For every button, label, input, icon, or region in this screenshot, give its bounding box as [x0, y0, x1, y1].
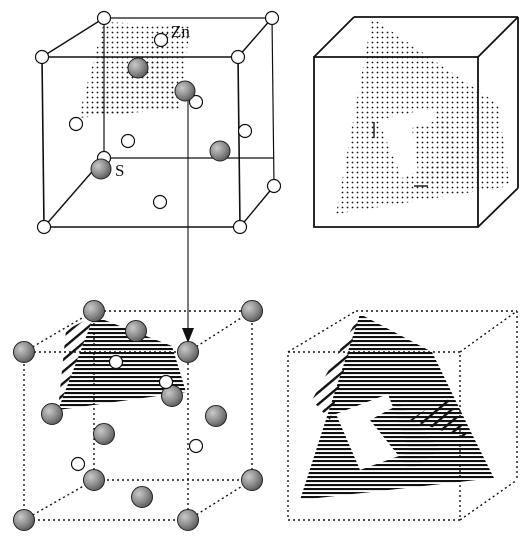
- s-atoms-bottom-left: [13, 300, 263, 531]
- zn-atoms-bottom-left: [70, 354, 204, 472]
- stippled-tetrahedron-inner: [412, 118, 470, 186]
- zn-atom: [152, 194, 168, 210]
- s-label: S: [115, 161, 124, 180]
- s-atom: [131, 486, 153, 508]
- zn-atom: [153, 32, 169, 48]
- s-atom: [90, 158, 112, 180]
- s-atom: [174, 80, 196, 102]
- s-atoms-top-left: [90, 57, 231, 180]
- s-atom: [241, 469, 263, 491]
- zn-atom: [237, 123, 253, 139]
- s-atom: [83, 300, 105, 322]
- s-atom: [127, 57, 149, 79]
- zn-atom: [188, 94, 204, 110]
- correspondence-arrow-head: [182, 328, 194, 343]
- zn-atom: [120, 133, 136, 149]
- zn-atom: [230, 49, 246, 65]
- cube-outline: [313, 16, 519, 228]
- zn-atom: [264, 10, 280, 26]
- zn-atoms-top-left: [34, 10, 282, 235]
- s-atom: [209, 140, 231, 162]
- zn-atom: [108, 354, 124, 370]
- s-atom: [241, 300, 263, 322]
- zn-atom: [232, 219, 248, 235]
- zn-atom: [68, 116, 84, 132]
- zn-atom: [36, 219, 52, 235]
- zn-atom: [188, 438, 204, 454]
- panel-top-right-tetrahedra: [313, 16, 519, 228]
- s-atom: [13, 509, 35, 531]
- stippled-tetrahedron-face: [78, 40, 180, 118]
- zn-label: Zn: [171, 22, 190, 41]
- s-atom: [177, 341, 199, 363]
- panel-bottom-right-tetrahedra: [287, 310, 518, 521]
- s-atom: [41, 403, 63, 425]
- s-atom: [205, 405, 227, 427]
- hatched-tetrahedra-bottom-right: [300, 314, 494, 500]
- s-atom: [177, 509, 199, 531]
- s-atom: [83, 469, 105, 491]
- zn-atom: [158, 374, 174, 390]
- s-atom: [125, 320, 147, 342]
- s-atom: [93, 423, 115, 445]
- zn-atom: [34, 49, 50, 65]
- zn-atom: [266, 178, 282, 194]
- panel-top-left-unit-cell: [41, 17, 275, 343]
- s-atom: [13, 341, 35, 363]
- zn-atom: [70, 456, 86, 472]
- zn-atom: [96, 10, 112, 26]
